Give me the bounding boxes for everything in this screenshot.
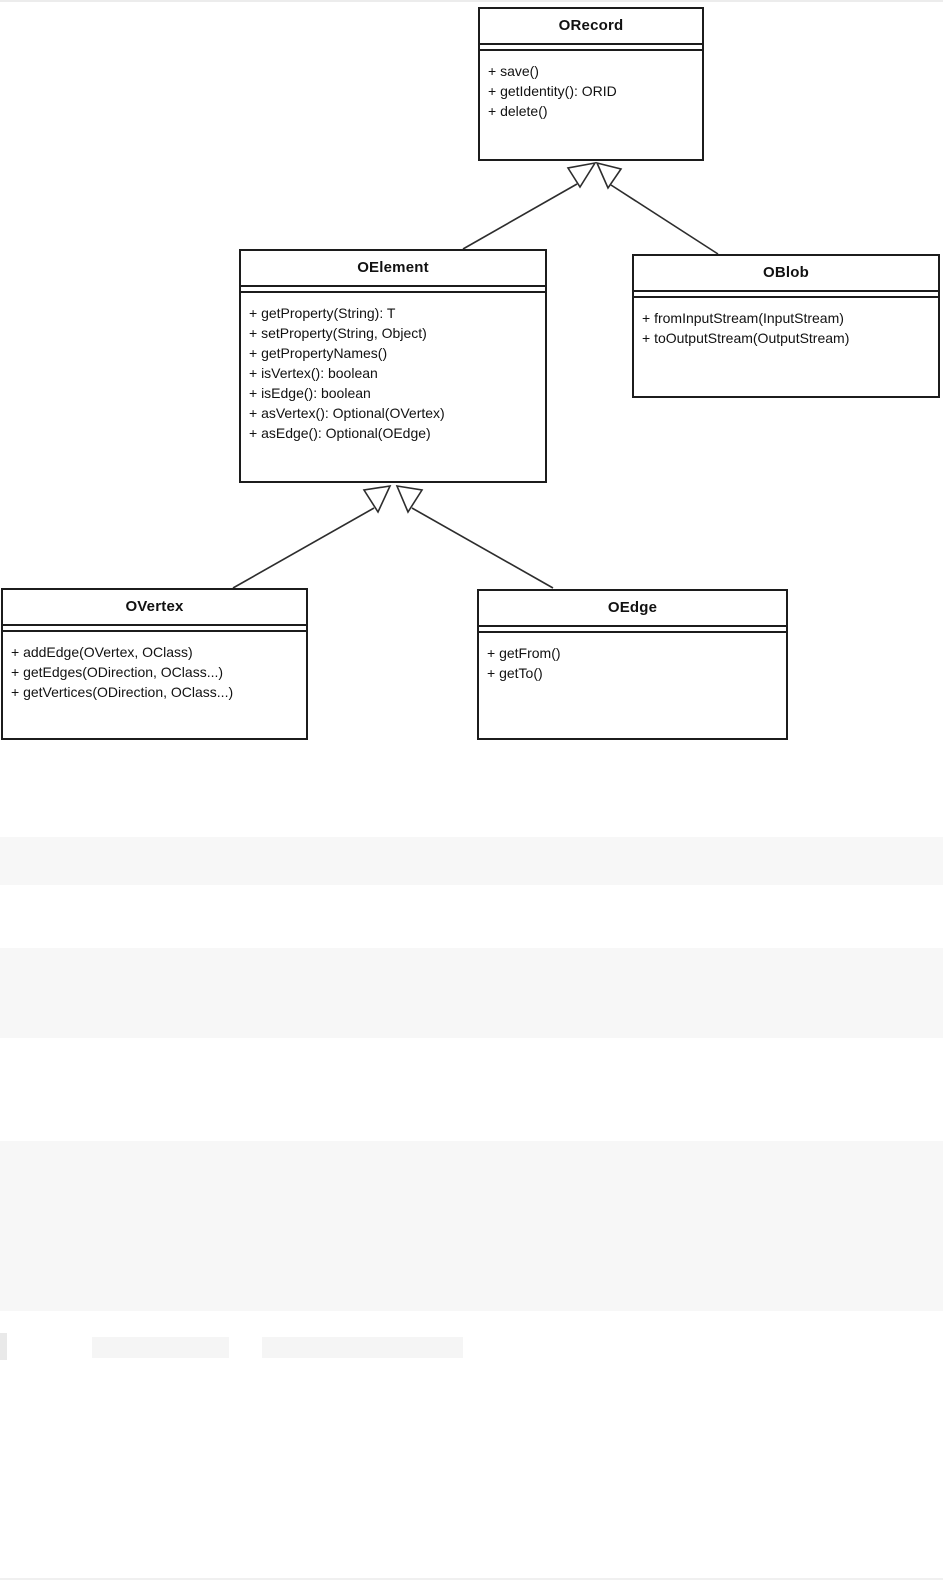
class-box-oelement: OElement + getProperty(String): T + setP… [239,249,547,483]
generalization-line-oelement-orecord [462,183,578,250]
class-method: + getProperty(String): T [249,305,396,321]
class-box-oblob: OBlob + fromInputStream(InputStream) + t… [632,254,940,398]
placeholder-band [0,948,943,1038]
class-method: + isEdge(): boolean [249,385,371,401]
class-method: + delete() [488,103,548,119]
class-separator [241,287,545,293]
class-separator [634,292,938,298]
generalization-arrowhead-icon [395,484,424,514]
generalization-arrowhead-icon [566,161,597,189]
class-separator [480,45,702,51]
class-method: + asVertex(): Optional(OVertex) [249,405,445,421]
class-method: + toOutputStream(OutputStream) [642,330,850,346]
class-title: OEdge [479,591,786,627]
placeholder-chip [92,1337,229,1358]
placeholder-chip [262,1337,463,1358]
class-title: OBlob [634,256,938,292]
class-box-overtex: OVertex + addEdge(OVertex, OClass) + get… [1,588,308,740]
class-method: + isVertex(): boolean [249,365,378,381]
class-method: + addEdge(OVertex, OClass) [11,644,193,660]
class-separator [479,627,786,633]
class-title: ORecord [480,9,702,45]
class-title: OVertex [3,590,306,626]
placeholder-chip [0,1333,7,1360]
class-box-oedge: OEdge + getFrom() + getTo() [477,589,788,740]
generalization-line-overtex-oelement [232,507,375,589]
bottom-strip [0,1578,943,1580]
class-box-orecord: ORecord + save() + getIdentity(): ORID +… [478,7,704,161]
generalization-arrowhead-icon [362,484,392,514]
placeholder-band [0,1141,943,1311]
class-method-list: + addEdge(OVertex, OClass) + getEdges(OD… [3,632,306,702]
class-method: + save() [488,63,539,79]
class-method: + getPropertyNames() [249,345,388,361]
top-strip [0,0,943,2]
class-method: + asEdge(): Optional(OEdge) [249,425,431,441]
class-title: OElement [241,251,545,287]
class-method: + setProperty(String, Object) [249,325,427,341]
generalization-line-oblob-orecord [610,184,719,255]
class-method: + fromInputStream(InputStream) [642,310,844,326]
class-method: + getIdentity(): ORID [488,83,617,99]
generalization-arrowhead-icon [595,161,623,190]
class-method-list: + getFrom() + getTo() [479,633,786,683]
class-method: + getVertices(ODirection, OClass...) [11,684,234,700]
class-method-list: + getProperty(String): T + setProperty(S… [241,293,545,443]
placeholder-band [0,837,943,885]
class-separator [3,626,306,632]
generalization-line-oedge-oelement [411,507,554,589]
class-method: + getFrom() [487,645,561,661]
class-method-list: + fromInputStream(InputStream) + toOutpu… [634,298,938,348]
class-method-list: + save() + getIdentity(): ORID + delete(… [480,51,702,121]
class-method: + getTo() [487,665,543,681]
class-method: + getEdges(ODirection, OClass...) [11,664,224,680]
